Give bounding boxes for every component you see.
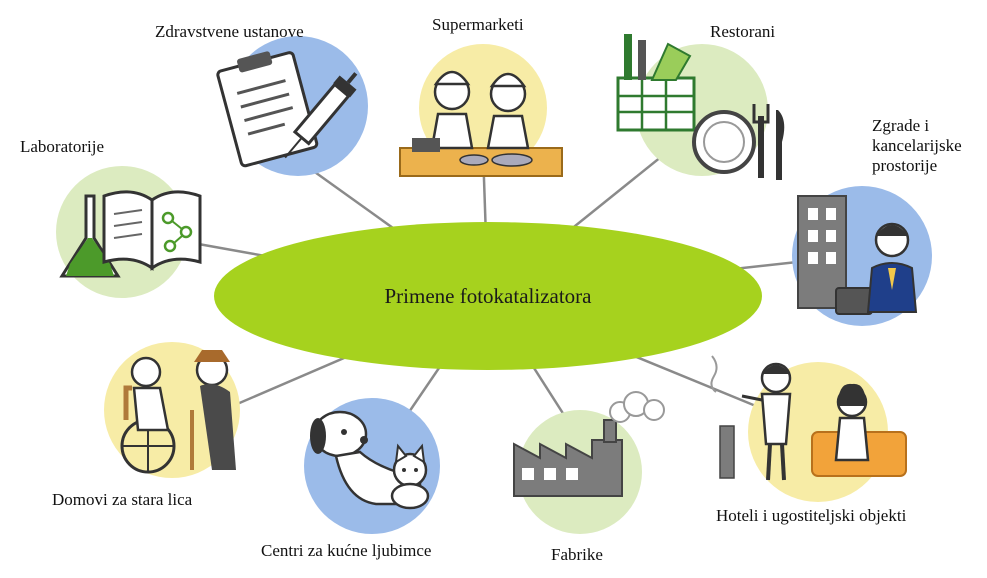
label-hoteli: Hoteli i ugostiteljski objekti [716, 506, 907, 525]
center-ellipse [214, 222, 762, 370]
label-zgrade: Zgrade i kancelarijske prostorije [872, 116, 962, 175]
supermarket-staff-icon [399, 44, 563, 177]
label-domovi-za-stara-lica: Domovi za stara lica [52, 490, 193, 509]
label-laboratorije: Laboratorije [20, 137, 105, 156]
clipboard-syringe-icon [216, 36, 368, 176]
label-fabrike: Fabrike [551, 545, 603, 564]
label-restorani: Restorani [710, 22, 776, 41]
center-label: Primene fotokatalizatora [384, 283, 592, 308]
office-building-worker-icon [792, 186, 932, 326]
label-centri-za-kucne-ljubimce: Centri za kućne ljubimce [261, 541, 432, 560]
label-zdravstvene-ustanove: Zdravstvene ustanove [155, 22, 304, 41]
dog-cat-icon [304, 398, 440, 534]
label-supermarketi: Supermarketi [432, 15, 524, 34]
elderly-wheelchair-icon [104, 342, 240, 478]
factory-icon [513, 391, 665, 534]
hotel-lounge-smoking-icon [710, 355, 907, 502]
restaurant-basket-plate-icon [616, 34, 785, 180]
lab-flask-book-icon [56, 166, 202, 298]
